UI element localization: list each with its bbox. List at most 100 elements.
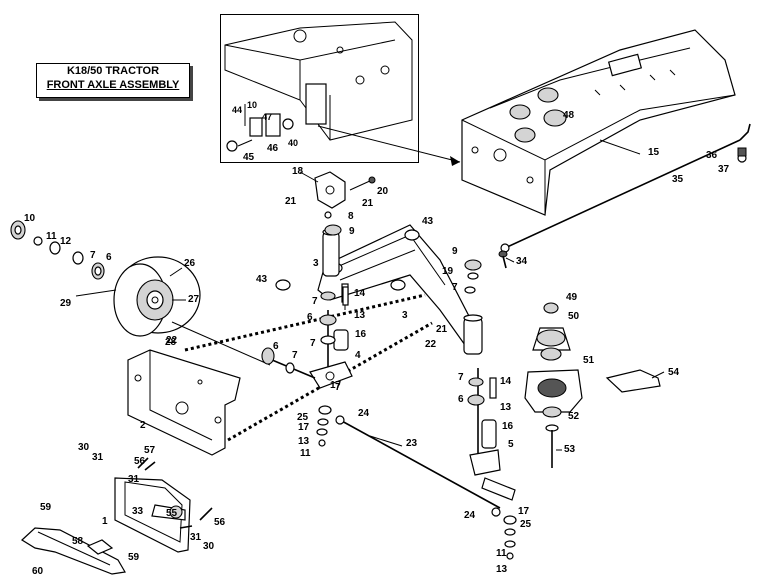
- part-label: 6: [273, 341, 279, 352]
- part-label: 3: [402, 310, 408, 321]
- part-label: 14: [354, 288, 366, 299]
- front-bumper-part-1: [114, 457, 213, 553]
- part-label: 6: [106, 252, 112, 263]
- part-label: 12: [60, 236, 72, 247]
- part-label: 8: [348, 211, 354, 222]
- tie-rod-part-23: [339, 419, 501, 509]
- part-label: 60: [32, 566, 44, 577]
- part-label: 57: [144, 445, 156, 456]
- part-label: 7: [452, 282, 458, 293]
- front-tire-part-26: [113, 256, 201, 337]
- part-label: 30: [203, 541, 215, 552]
- part-label: 55: [166, 508, 178, 519]
- part-label: 28: [165, 337, 177, 348]
- part-label: 30: [78, 442, 90, 453]
- part-label: 36: [706, 150, 718, 161]
- part-label: 4: [355, 350, 361, 361]
- guide-line-axle: [171, 321, 271, 366]
- part-label: 1: [102, 516, 108, 527]
- part-label: 56: [134, 456, 146, 467]
- detail-inset-frame: [220, 14, 419, 163]
- part-label: 9: [452, 246, 458, 257]
- diagram-title-line-1: K18/50 TRACTOR: [66, 65, 160, 77]
- part-label: 22: [166, 335, 178, 346]
- part-label: 53: [564, 444, 576, 455]
- part-label: 25: [297, 412, 309, 423]
- part-label: 7: [292, 350, 298, 361]
- bracket-part-54: [605, 369, 661, 393]
- part-label: 11: [300, 448, 311, 459]
- part-label: 6: [458, 394, 464, 405]
- part-label: 13: [298, 436, 310, 447]
- lower-hardware-right: [491, 507, 517, 560]
- part-label: 26: [184, 258, 196, 269]
- spindle-part-4: [309, 291, 353, 389]
- part-label: 58: [72, 536, 84, 547]
- part-label: 13: [496, 564, 508, 575]
- part-label: 2: [140, 420, 146, 431]
- part-label: 48: [563, 110, 575, 121]
- part-label: 7: [335, 382, 341, 393]
- part-label: 22: [425, 339, 437, 350]
- part-label: 3: [313, 258, 319, 269]
- inset-leader-arrow: [450, 156, 460, 166]
- part-label: 59: [40, 502, 52, 513]
- part-label: 16: [355, 329, 367, 340]
- part-label: 10: [24, 213, 36, 224]
- part-label: 24: [464, 510, 476, 521]
- part-label: 50: [568, 311, 580, 322]
- inset-leader-line: [317, 125, 461, 163]
- front-guard-part-60: [21, 527, 126, 575]
- washer-43-left: [275, 279, 291, 291]
- guide-line-upper: [184, 293, 426, 352]
- part-label: 18: [292, 166, 304, 177]
- part-label: 37: [718, 164, 730, 175]
- diagram-title-box: K18/50 TRACTOR FRONT AXLE ASSEMBLY: [36, 63, 190, 98]
- part-label: 34: [516, 256, 528, 267]
- part-label: 19: [442, 266, 454, 277]
- bolt-part-34: [498, 250, 508, 269]
- part-label: 13: [354, 310, 366, 321]
- part-label-group: 1 2 3 3 4 5 6 6 6 6 7 7 7 7 7 7 7 8 9 9 …: [24, 100, 730, 577]
- tractor-frame-part-15: [461, 29, 736, 216]
- spindle-part-5: [467, 368, 516, 501]
- leader-lines: [75, 139, 665, 451]
- part-label: 23: [406, 438, 418, 449]
- part-label: 14: [500, 376, 512, 387]
- part-label: 20: [377, 186, 389, 197]
- pivot-tube-right: [463, 317, 483, 355]
- part-label: 7: [90, 250, 96, 261]
- part-label: 11: [496, 548, 507, 559]
- part-label: 56: [214, 517, 226, 528]
- part-label: 21: [285, 196, 297, 207]
- part-label: 21: [436, 324, 448, 335]
- part-label: 7: [310, 338, 316, 349]
- part-label: 15: [648, 147, 660, 158]
- part-label: 46: [267, 143, 279, 154]
- part-label: 7: [312, 296, 318, 307]
- part-label: 47: [262, 112, 272, 122]
- part-label: 10: [247, 100, 257, 110]
- part-label: 33: [132, 506, 144, 517]
- part-label: 7: [458, 372, 464, 383]
- part-label: 49: [566, 292, 578, 303]
- part-label: 40: [288, 138, 298, 148]
- part-label: 17: [330, 380, 342, 391]
- part-label: 52: [568, 411, 580, 422]
- part-label: 44: [232, 105, 242, 115]
- washer-43-right: [404, 229, 420, 241]
- part-label: 51: [583, 355, 595, 366]
- part-label: 27: [188, 294, 200, 305]
- part-label: 43: [422, 216, 434, 227]
- pivot-bracket-part-18: [314, 171, 376, 209]
- part-label: 25: [520, 519, 532, 530]
- part-label: 35: [672, 174, 684, 185]
- pivot-tube-left: [322, 231, 340, 277]
- part-label: 31: [128, 474, 140, 485]
- lower-hardware-left: [316, 405, 332, 447]
- part-label: 31: [190, 532, 202, 543]
- part-label: 59: [128, 552, 140, 563]
- part-label: 29: [60, 298, 72, 309]
- inset-frame-drawing: [224, 21, 413, 152]
